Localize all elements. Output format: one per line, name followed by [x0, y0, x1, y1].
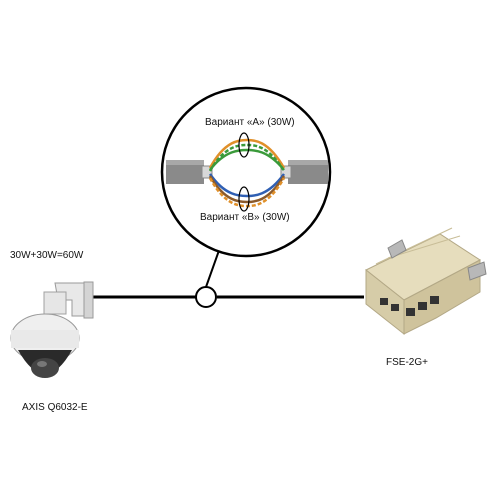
ptz-dome-camera-icon [10, 281, 94, 378]
pairs-variant-a [208, 138, 286, 172]
pair-marker-a [238, 132, 250, 158]
poe-injector-device-icon [365, 227, 487, 336]
junction-circle [195, 286, 217, 308]
cable-detail-magnifier [160, 86, 332, 258]
cable-icon-right [280, 160, 328, 184]
pair-marker-b [238, 186, 250, 212]
camera-model-label: AXIS Q6032-E [22, 402, 88, 413]
variant-b-label: Вариант «В» (30W) [200, 212, 290, 223]
variant-a-label: Вариант «А» (30W) [205, 117, 295, 128]
cable-icon-left [166, 160, 213, 184]
power-total-label: 30W+30W=60W [10, 250, 84, 261]
injector-model-label: FSE-2G+ [386, 357, 428, 368]
pairs-variant-b [208, 173, 286, 208]
